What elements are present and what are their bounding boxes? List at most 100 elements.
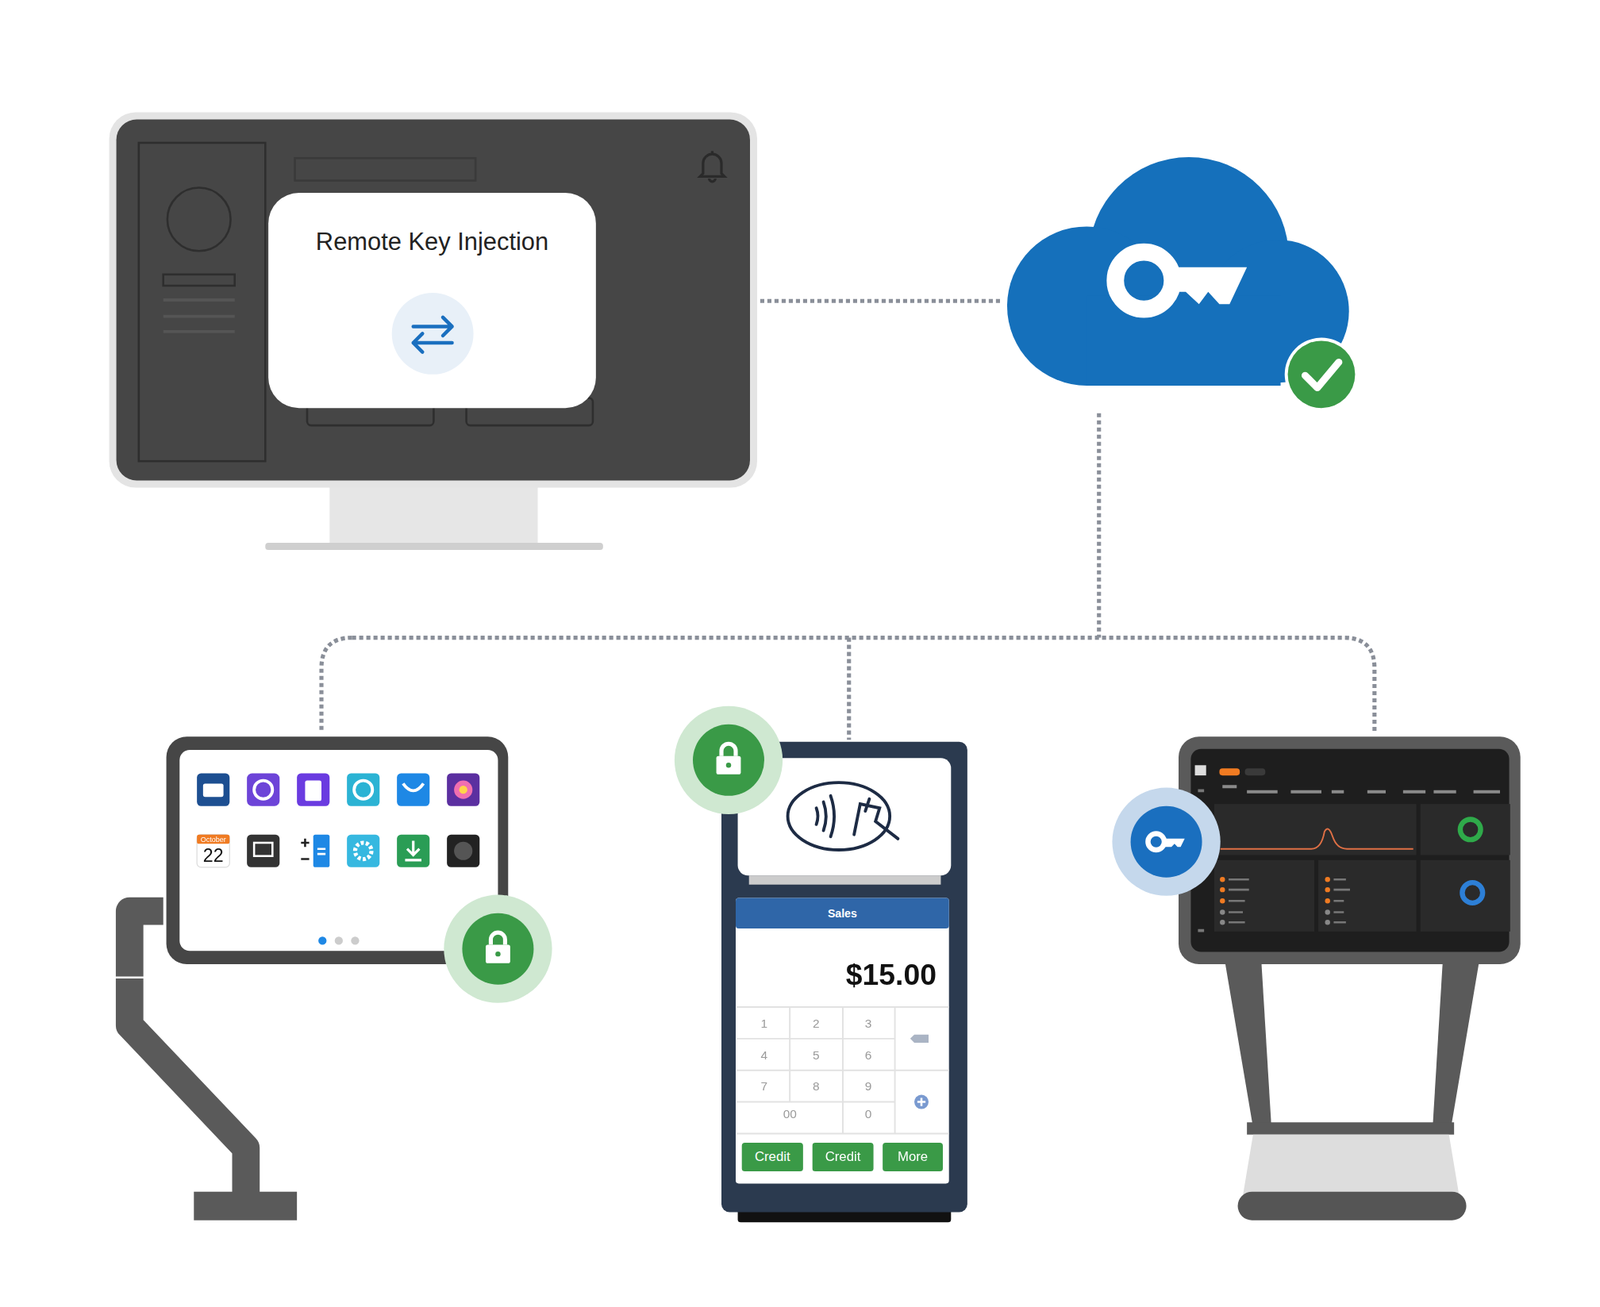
- keypad-grid: [736, 1007, 949, 1134]
- app-icon-part: [353, 780, 373, 800]
- plus-icon-part: [917, 1097, 926, 1106]
- app-icon-part: [296, 773, 330, 807]
- sale-amount: $15.00: [846, 959, 937, 989]
- monitor-part: [295, 157, 477, 181]
- key-icon: [1115, 252, 1247, 310]
- kiosk-stand-part: [1238, 1192, 1467, 1221]
- credit-button: Credit: [742, 1142, 804, 1172]
- dashboard-part: [1245, 768, 1266, 776]
- bell-icon-part: [700, 153, 725, 177]
- kiosk-stand-part: [1242, 1134, 1460, 1197]
- keypad-digit: 00: [783, 1107, 797, 1120]
- kiosk-stand-part: [1224, 959, 1272, 1128]
- contactless-symbol-part: [823, 802, 827, 831]
- key-icon-part: [1115, 252, 1173, 310]
- lock-badge-part: [461, 913, 534, 985]
- dashboard-part-part: [1219, 909, 1225, 915]
- kiosk-stand-part: [1246, 1122, 1454, 1135]
- lock-badge-part: [490, 932, 505, 945]
- network-line-part: [1096, 413, 1101, 639]
- app-icon-part: [403, 783, 424, 791]
- dashboard-part-part: [1325, 919, 1331, 925]
- keypad-digit: 5: [812, 1049, 820, 1062]
- dashboard-part-part: [1219, 876, 1225, 882]
- lock-badge-part: [721, 743, 736, 756]
- app-icon-part: [246, 834, 280, 868]
- keypad-digit: 9: [865, 1080, 873, 1093]
- monitor-part: [138, 142, 266, 462]
- monitor-part: [116, 119, 750, 481]
- bell-icon-part: [709, 178, 716, 182]
- app-icon-part: [300, 838, 309, 860]
- dashboard-part-part: [1325, 898, 1331, 904]
- tablet-part: [334, 936, 343, 945]
- plus-icon-part: [914, 1095, 929, 1110]
- network-line-part: [760, 299, 1004, 304]
- app-icon-part: [404, 840, 422, 860]
- arm-base: [193, 1192, 297, 1221]
- app-icon-part: [196, 773, 230, 807]
- plus-icon: [914, 1095, 929, 1110]
- dashboard-part: [1228, 879, 1350, 923]
- app-icon-part: [317, 849, 326, 854]
- dashboard-part: [1219, 768, 1240, 776]
- app-icon-part: [313, 834, 331, 868]
- keypad-grid-part: [789, 1007, 895, 1134]
- lock-badge-part: [443, 895, 552, 1004]
- tablet-part: [350, 936, 359, 945]
- dashboard: [1195, 765, 1511, 932]
- dashboard-part: [1220, 829, 1414, 850]
- app-icon-part: [446, 834, 480, 868]
- dashboard-part: [1214, 803, 1417, 855]
- dashboard-part: [1420, 860, 1511, 932]
- lock-badge-part: [692, 724, 765, 797]
- key-icon-part: [1171, 267, 1247, 304]
- lock-badge-part: [716, 756, 742, 775]
- keypad-digit: 1: [761, 1017, 769, 1030]
- keypad-digit: 2: [812, 1017, 820, 1030]
- app-icon-part: [304, 780, 322, 802]
- pos-terminal-part: [735, 897, 950, 1184]
- dashboard-part-part: [1219, 887, 1225, 893]
- credit-button: Credit: [811, 1142, 874, 1172]
- kiosk-stand: [1224, 959, 1480, 1221]
- kiosk-screen: [1178, 736, 1521, 965]
- check-badge-part: [1304, 361, 1339, 388]
- app-icon-part: [296, 834, 314, 868]
- sync-arrow: [412, 333, 452, 352]
- key-badge: [1111, 788, 1220, 897]
- kiosk-stand-part: [1432, 959, 1480, 1128]
- monitor-part: [163, 315, 235, 319]
- button-text: Sales: [827, 906, 858, 920]
- app-icon-part: [203, 783, 224, 797]
- keypad-digit: 7: [761, 1080, 769, 1093]
- contactless-symbol-part: [788, 782, 891, 850]
- keypad-grid-part: [736, 1007, 949, 1134]
- key-cloud-part: [1086, 296, 1281, 386]
- keypad-digit: 6: [865, 1049, 873, 1062]
- app-icon-part: [354, 842, 372, 860]
- lock-badge-part: [495, 951, 500, 957]
- monitor-part: [329, 485, 538, 546]
- app-icon: [196, 773, 480, 868]
- app-icon-part: [346, 773, 380, 807]
- contactless-symbol: [788, 782, 899, 850]
- key-badge-part: [1147, 833, 1165, 850]
- app-icon-part: [396, 773, 430, 807]
- remote-key-card: Remote Key Injection: [268, 192, 597, 408]
- calendar-day: 22: [203, 846, 224, 866]
- monitor-part: [163, 274, 235, 286]
- contactless-symbol-part: [816, 807, 819, 825]
- illustration-part: [115, 976, 144, 979]
- button-text: More: [897, 1149, 928, 1166]
- dashboard-part-part: [1325, 876, 1331, 882]
- sales-header-band: Sales: [735, 897, 950, 929]
- pos-terminal: [721, 742, 968, 1224]
- app-icon-part: [246, 773, 280, 807]
- key-badge-part: [1130, 806, 1203, 878]
- dashboard-part-part: [1325, 887, 1331, 893]
- sync-icon: [390, 292, 474, 376]
- app-icon-part: [253, 780, 273, 800]
